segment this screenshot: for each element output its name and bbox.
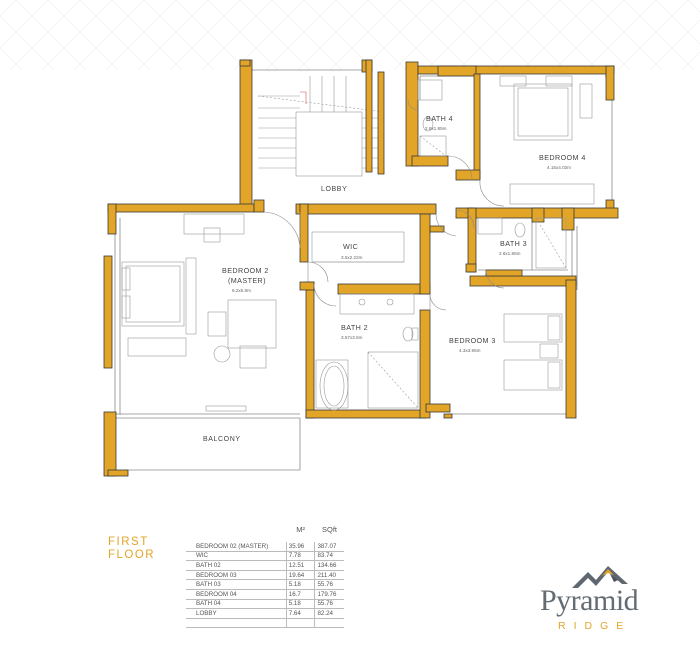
table-row-blank xyxy=(186,618,344,628)
staircase xyxy=(257,76,385,177)
walls xyxy=(103,59,619,477)
room-name: WIC xyxy=(343,242,358,251)
floor-title-line: FIRST xyxy=(108,536,149,548)
table-cell-m2: 16.7 xyxy=(285,589,315,600)
pyramid-roof-icon xyxy=(572,566,628,588)
lobby-label: LOBBY xyxy=(321,186,347,193)
table-cell-sqft: 82.24 xyxy=(314,608,344,619)
room-bedroom-4: BEDROOM 4 4.15x4.02m xyxy=(539,153,586,170)
floor-title: FIRST FLOOR xyxy=(108,536,155,562)
table-cell-blank xyxy=(186,618,287,628)
room-name: BATH 4 xyxy=(426,114,453,123)
table-cell-room: BEDROOM 04 xyxy=(186,589,287,600)
furniture xyxy=(121,75,595,412)
room-dimensions: 6.2x5.8m xyxy=(232,288,251,293)
table-cell-m2: 7.64 xyxy=(285,608,315,619)
room-name: BEDROOM 4 xyxy=(539,153,586,162)
room-dimensions: 2.8x1.85m xyxy=(499,251,521,256)
table-cell-blank xyxy=(285,618,315,628)
table-cell-m2: 5.18 xyxy=(285,579,315,590)
table-cell-sqft: 55.76 xyxy=(314,579,344,590)
room-name: BATH 2 xyxy=(341,323,368,332)
floor-title-line: FLOOR xyxy=(108,549,156,561)
table-cell-room: WIC xyxy=(186,551,287,562)
room-bath-4: BATH 4 2.8x1.85m xyxy=(425,114,453,131)
room-name: (MASTER) xyxy=(228,276,266,285)
room-dimensions: 3.57x3.5m xyxy=(341,335,363,340)
background-pattern xyxy=(0,0,700,70)
table-cell-m2: 19.64 xyxy=(285,570,315,581)
room-bedroom-2: BEDROOM 2 (MASTER) 6.2x5.8m xyxy=(222,266,269,293)
header-m2: M² xyxy=(296,524,305,534)
table-cell-sqft: 55.76 xyxy=(314,599,344,610)
table-cell-sqft: 134.66 xyxy=(314,560,344,571)
room-name: BATH 3 xyxy=(500,239,527,248)
room-bedroom-3: BEDROOM 3 4.3x3.95m xyxy=(449,336,496,353)
table-cell-m2: 5.18 xyxy=(285,599,315,610)
pyramid-ridge-logo: Pyramid RIDGE xyxy=(536,562,652,642)
room-bath-2: BATH 2 3.57x3.5m xyxy=(341,323,368,340)
table-cell-room: BATH 04 xyxy=(186,599,287,610)
room-name: BEDROOM 2 xyxy=(222,266,269,275)
room-dimensions: 2.8x1.85m xyxy=(425,126,447,131)
room-bath-3: BATH 3 2.8x1.85m xyxy=(499,239,527,256)
table-cell-room: BATH 03 xyxy=(186,579,287,590)
table-cell-sqft: 179.76 xyxy=(314,589,344,600)
logo-subtitle: RIDGE xyxy=(558,620,632,632)
table-cell-room: BEDROOM 03 xyxy=(186,570,287,581)
table-cell-sqft: 211.40 xyxy=(314,570,344,581)
logo-wordmark: Pyramid xyxy=(540,584,639,617)
table-cell-m2: 12.51 xyxy=(285,560,315,571)
table-cell-m2: 35.96 xyxy=(285,542,315,552)
area-table-header: M² SQft xyxy=(186,516,344,542)
table-cell-m2: 7.78 xyxy=(285,551,315,562)
room-dimensions: 4.3x3.95m xyxy=(459,348,481,353)
table-cell-blank xyxy=(314,618,344,628)
table-cell-sqft: 387.07 xyxy=(314,542,344,552)
table-cell-room: BATH 02 xyxy=(186,560,287,571)
room-wic: WIC 3.5x2.22m xyxy=(341,242,363,260)
balcony-label: BALCONY xyxy=(203,436,241,443)
table-cell-sqft: 83.74 xyxy=(314,551,344,562)
room-name: BEDROOM 3 xyxy=(449,336,496,345)
table-cell-room: BEDROOM 02 (MASTER) xyxy=(186,542,287,552)
door-swings xyxy=(263,99,505,311)
room-dimensions: 3.5x2.22m xyxy=(341,255,363,260)
table-cell-room: LOBBY xyxy=(186,608,287,619)
header-sqft: SQft xyxy=(321,524,337,534)
header-room xyxy=(186,516,286,542)
room-dimensions: 4.15x4.02m xyxy=(547,165,571,170)
